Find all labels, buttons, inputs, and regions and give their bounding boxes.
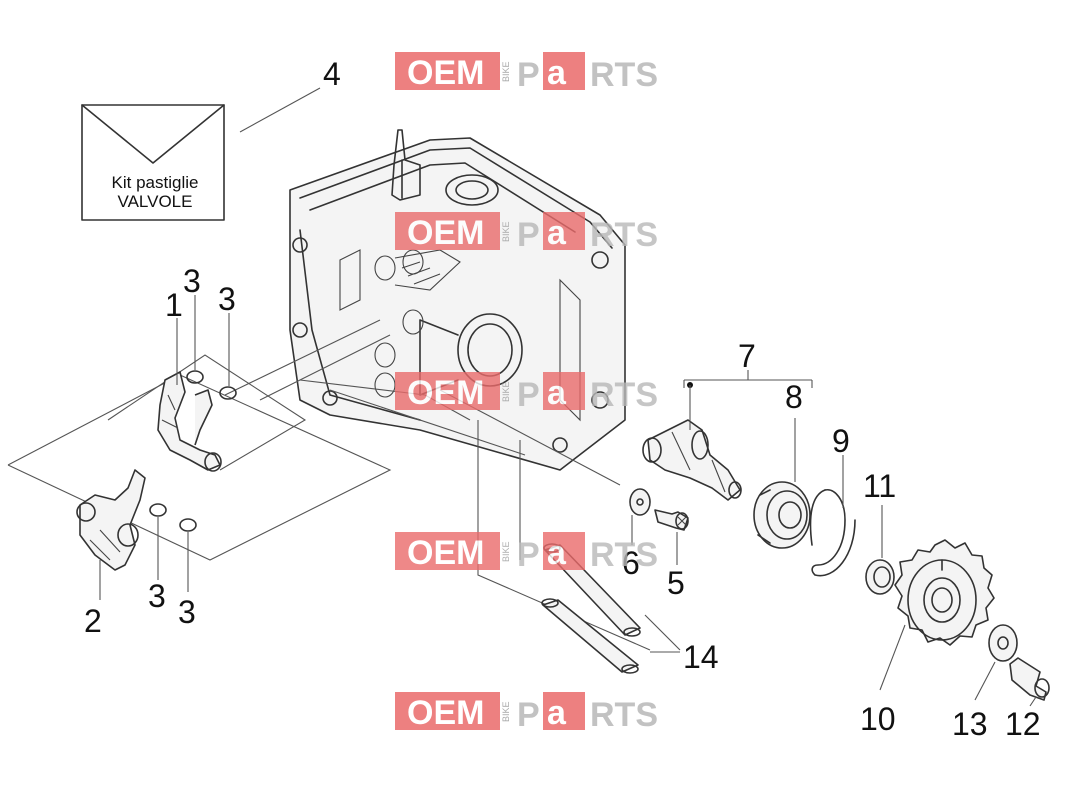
shim-3d: [179, 518, 197, 532]
shim-3a: [186, 370, 204, 384]
kit-label-line1: Kit pastiglie: [112, 173, 199, 192]
svg-text:P: P: [517, 536, 540, 574]
rocker-arm-upper: [157, 371, 222, 472]
cylinder-head: [289, 129, 626, 471]
svg-text:P: P: [517, 376, 540, 414]
svg-text:BIKE: BIKE: [501, 61, 511, 82]
watermark-top: OEM BIKE P a RTS: [395, 52, 658, 94]
callout-1: 1: [165, 287, 183, 323]
rocker-arm-lower: [76, 469, 146, 571]
valve-kit-envelope: Kit pastiglie VALVOLE: [81, 104, 225, 221]
svg-text:RTS: RTS: [590, 536, 658, 574]
rocker-shaft-lower: [541, 598, 639, 674]
callout-7: 7: [738, 338, 756, 374]
kit-label-line2: VALVOLE: [118, 192, 193, 211]
svg-text:BIKE: BIKE: [501, 381, 511, 402]
svg-text:BIKE: BIKE: [501, 701, 511, 722]
watermark-mid: OEM BIKE P a RTS: [395, 372, 658, 414]
svg-text:OEM: OEM: [407, 534, 484, 572]
svg-text:RTS: RTS: [590, 696, 658, 734]
callout-numbers: 4 1 3 3 3 3 2 7 8 9 11 6 5 14 10 13 12: [84, 56, 1041, 742]
callout-3c: 3: [148, 578, 166, 614]
svg-text:P: P: [517, 56, 540, 94]
callout-3a: 3: [183, 263, 201, 299]
assembly-frame-lines: [7, 319, 651, 651]
svg-text:RTS: RTS: [590, 376, 658, 414]
leader-4: [239, 87, 321, 133]
svg-text:a: a: [547, 374, 567, 412]
watermark-upper-mid: OEM BIKE P a RTS: [395, 212, 658, 254]
svg-text:a: a: [547, 534, 567, 572]
svg-text:RTS: RTS: [590, 56, 658, 94]
callout-2: 2: [84, 603, 102, 639]
watermark-lower-mid: OEM BIKE P a RTS: [395, 532, 658, 574]
svg-text:a: a: [547, 214, 567, 252]
callout-8: 8: [785, 379, 803, 415]
shim-3c: [149, 503, 167, 517]
svg-text:RTS: RTS: [590, 216, 658, 254]
circlip: [809, 489, 856, 577]
callout-12: 12: [1005, 706, 1041, 742]
bearing: [753, 481, 811, 549]
svg-text:OEM: OEM: [407, 54, 484, 92]
callout-10: 10: [860, 701, 896, 737]
svg-text:P: P: [517, 216, 540, 254]
oil-seal: [865, 559, 895, 595]
callout-6: 6: [622, 545, 640, 581]
svg-text:P: P: [517, 696, 540, 734]
camshaft: [642, 419, 742, 501]
callout-5: 5: [667, 565, 685, 601]
callout-14: 14: [683, 639, 719, 675]
svg-text:BIKE: BIKE: [501, 541, 511, 562]
svg-text:OEM: OEM: [407, 214, 484, 252]
svg-text:BIKE: BIKE: [501, 221, 511, 242]
sprocket-bolt: [1009, 657, 1050, 701]
watermark-bottom: OEM BIKE P a RTS: [395, 692, 658, 734]
callout-11: 11: [863, 468, 896, 504]
svg-text:a: a: [547, 54, 567, 92]
cam-sprocket: [894, 539, 995, 646]
svg-text:OEM: OEM: [407, 374, 484, 412]
sprocket-washer: [988, 624, 1018, 662]
callout-9: 9: [832, 423, 850, 459]
plate-washer: [629, 488, 651, 516]
shim-3b: [219, 386, 237, 400]
plate-screw: [654, 509, 689, 531]
callout-4: 4: [323, 56, 341, 92]
callout-13: 13: [952, 706, 988, 742]
callout-3d: 3: [178, 594, 196, 630]
svg-text:a: a: [547, 694, 567, 732]
svg-text:OEM: OEM: [407, 694, 484, 732]
callout-3b: 3: [218, 281, 236, 317]
